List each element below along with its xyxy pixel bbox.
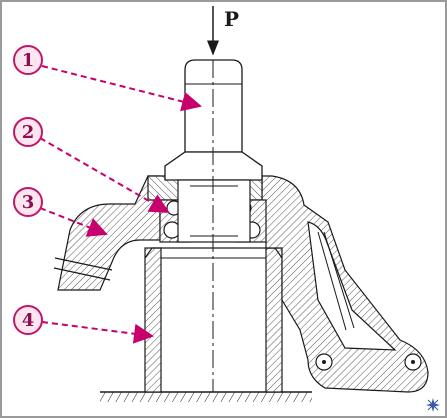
knuckle-cavity [307,221,397,351]
callout-leaders [39,65,202,344]
ground-base [100,391,312,402]
callout-4-number: 4 [22,310,35,331]
force-label: P [224,7,239,31]
knuckle-left-break [53,257,113,281]
press-mandrel [164,59,263,243]
knuckle-right-body [261,175,429,393]
callout-3: 3 [13,187,43,217]
support-sleeve [144,247,283,393]
callout-2: 2 [13,117,43,147]
bolt-holes [315,353,422,371]
callout-3-number: 3 [22,192,35,213]
callout-1: 1 [13,45,43,75]
callout-1-number: 1 [22,50,35,71]
knuckle-rib [317,231,355,331]
callout-4: 4 [13,305,43,335]
callout-2-number: 2 [22,122,35,143]
spark-icon [426,398,440,412]
